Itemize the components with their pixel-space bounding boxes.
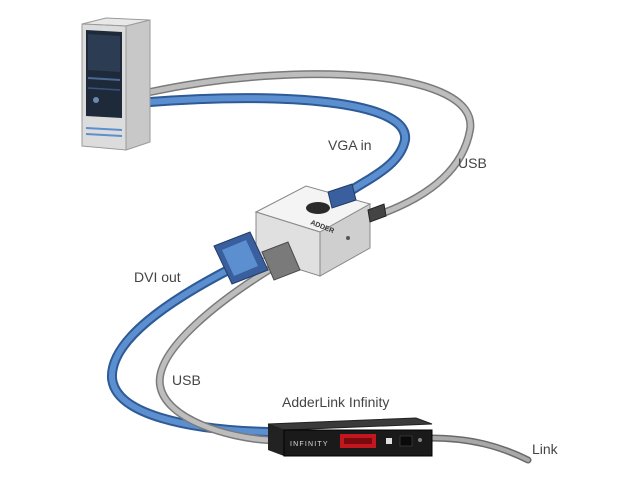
adderlink-infinity-icon: INFINITY [267,417,433,457]
adder-adapter-icon: ADDER [213,183,387,285]
label-usb-top: USB [458,155,487,171]
label-link: Link [532,441,558,457]
label-usb-bottom: USB [172,372,201,388]
label-dvi-out: DVI out [134,269,181,285]
label-vga-in: VGA in [328,137,372,153]
label-adderlink-infinity: AdderLink Infinity [282,394,390,410]
usb-cable-adderlink [155,264,276,444]
infinity-brand-text: INFINITY [290,441,329,448]
pc-tower-icon [81,17,151,151]
